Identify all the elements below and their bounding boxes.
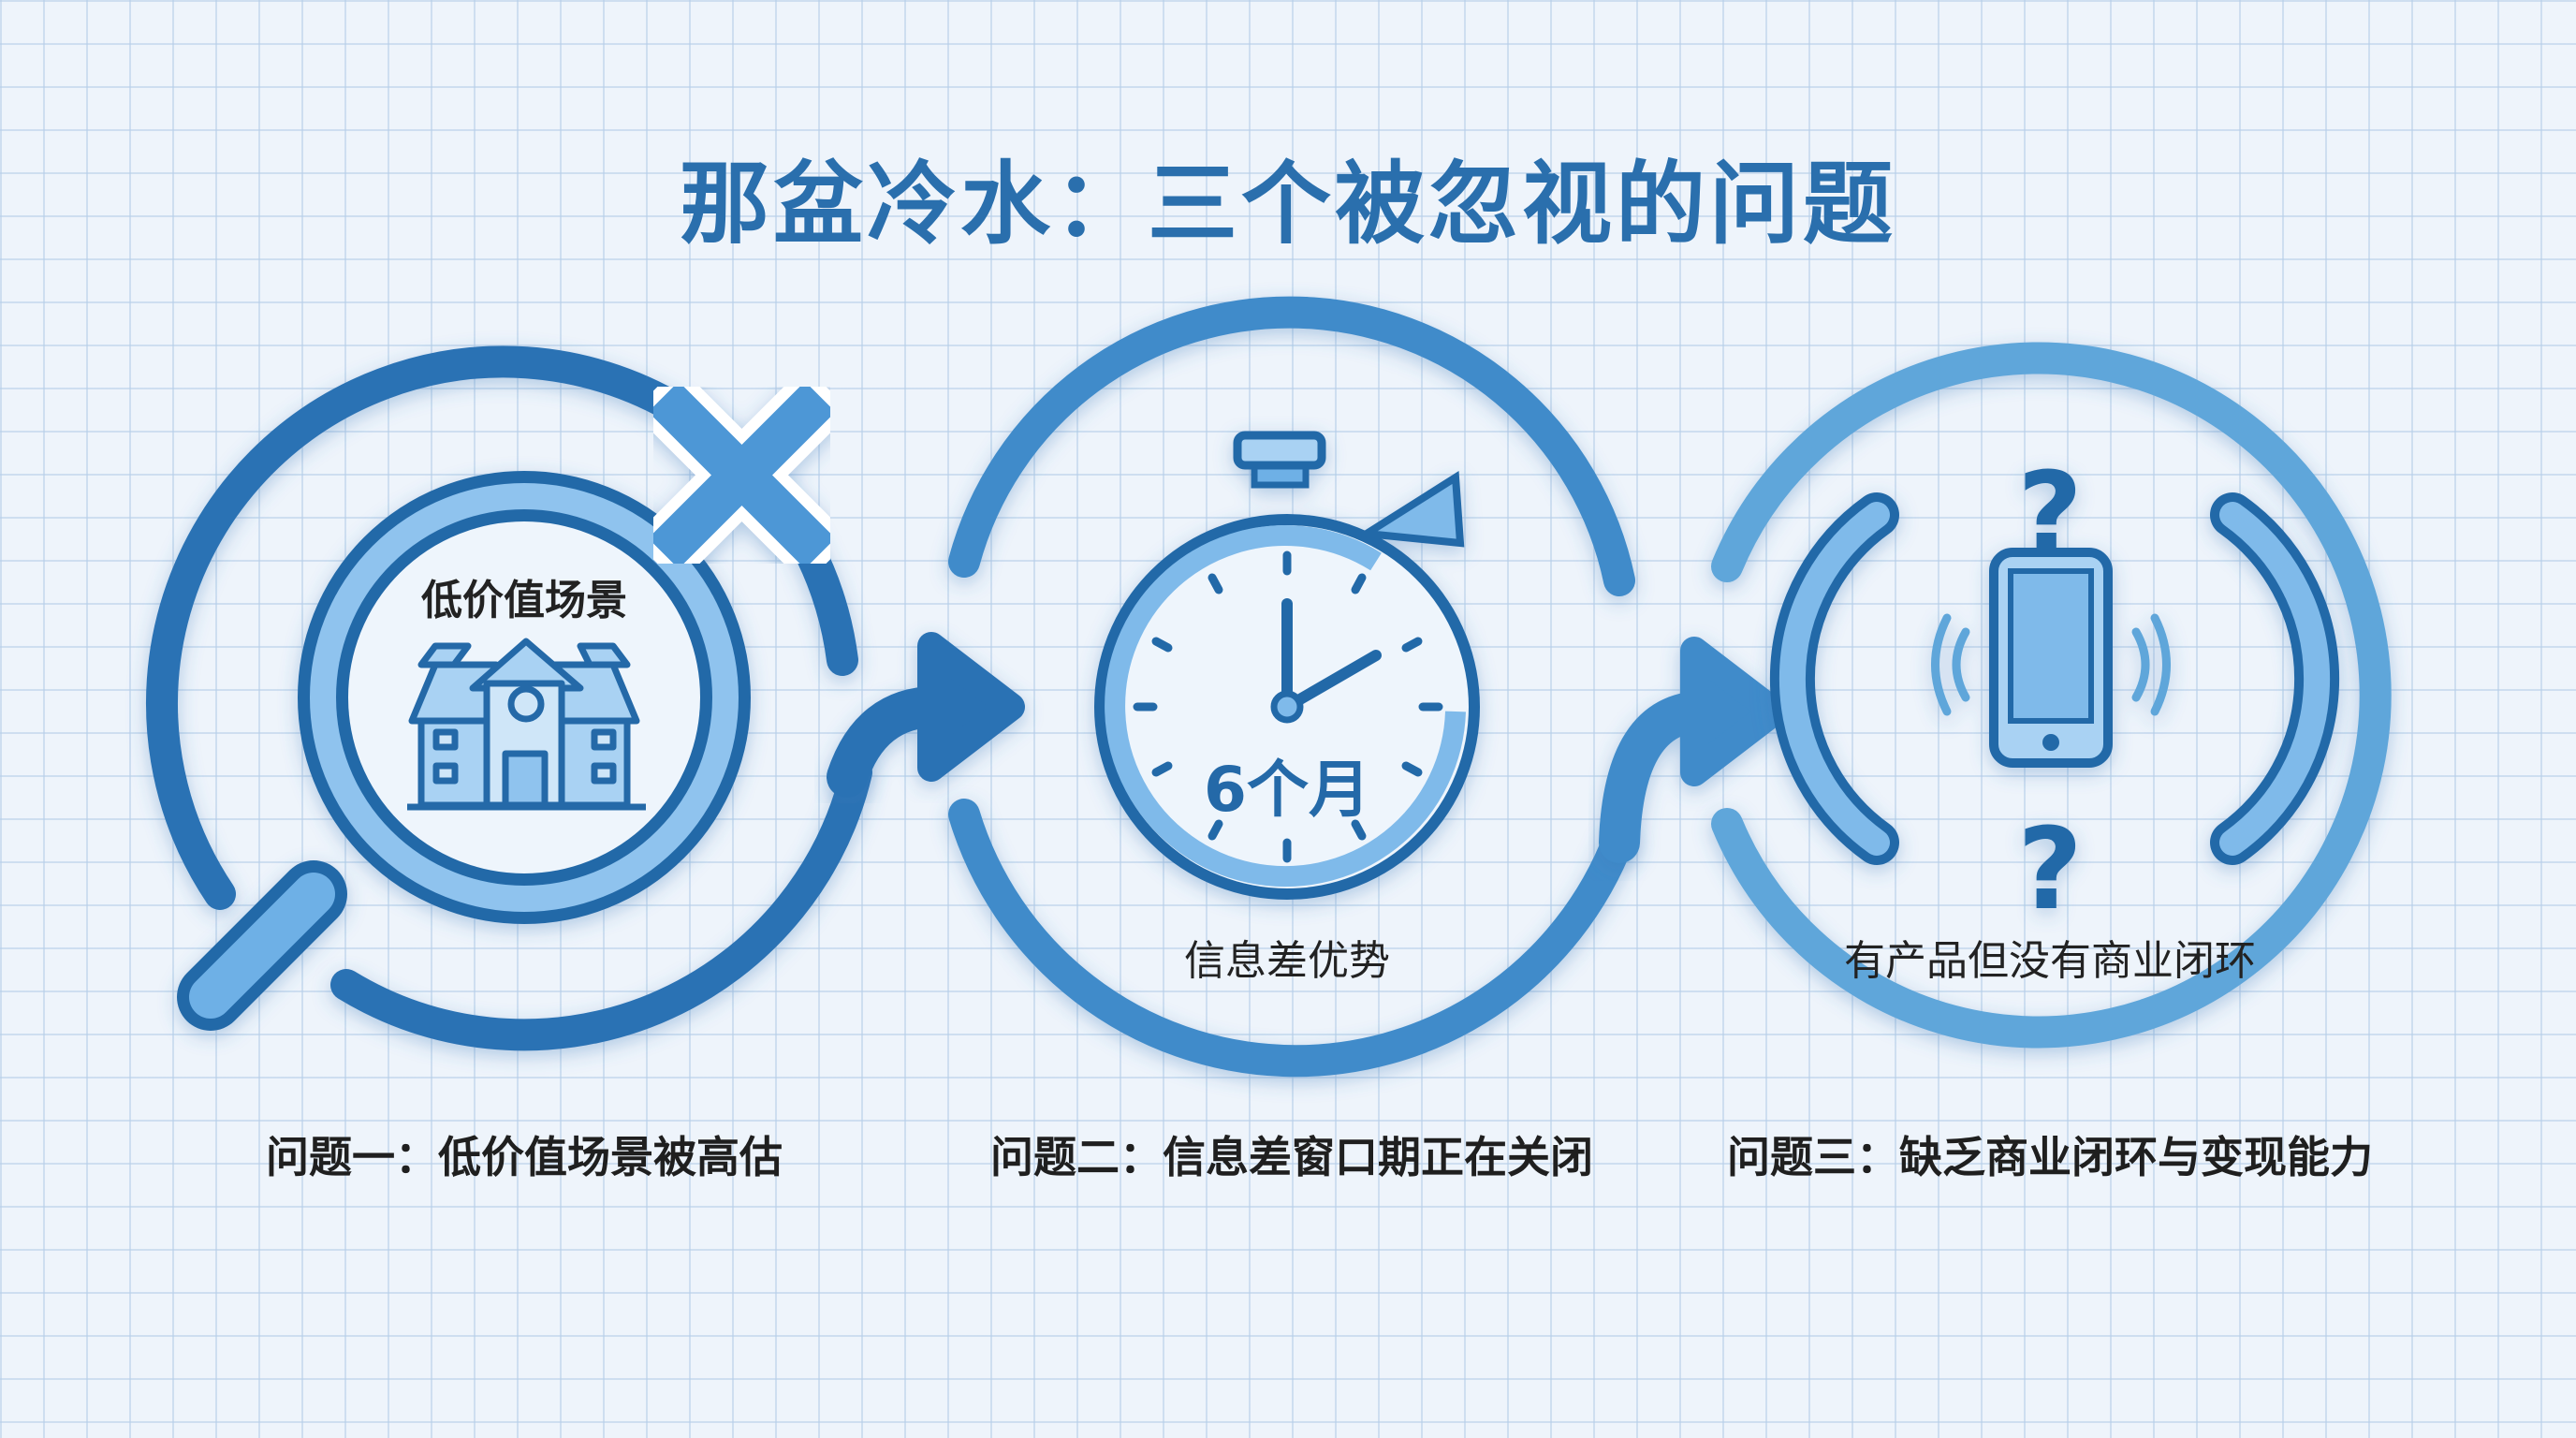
caption-problem-3: 问题三：缺乏商业闭环与变现能力 [1727, 1132, 2373, 1182]
phone-question-icon: ? ? [1769, 449, 2340, 935]
x-mark-icon [632, 365, 852, 585]
svg-text:?: ? [2017, 449, 2083, 580]
arrow-right-icon [827, 632, 1025, 798]
panel-1-inner-label: 低价值场景 [421, 577, 627, 624]
stopwatch-icon [1094, 431, 1480, 900]
panel-2-ring [948, 296, 1635, 1078]
caption-problem-1: 问题一：低价值场景被高估 [266, 1132, 783, 1182]
panel-2-duration-label: 6个月 [1204, 754, 1370, 826]
arrow-right-icon [1599, 637, 1788, 863]
panel-3-ring [1711, 342, 2392, 1049]
page-title: 那盆冷水：三个被忽视的问题 [680, 152, 1896, 257]
svg-text:?: ? [2017, 805, 2083, 935]
school-building-icon [407, 638, 646, 811]
caption-problem-2: 问题二：信息差窗口期正在关闭 [990, 1132, 1593, 1182]
panel-3-inner-label: 有产品但没有商业闭环 [1844, 937, 2256, 985]
panel-2-sub-label: 信息差优势 [1184, 937, 1390, 985]
